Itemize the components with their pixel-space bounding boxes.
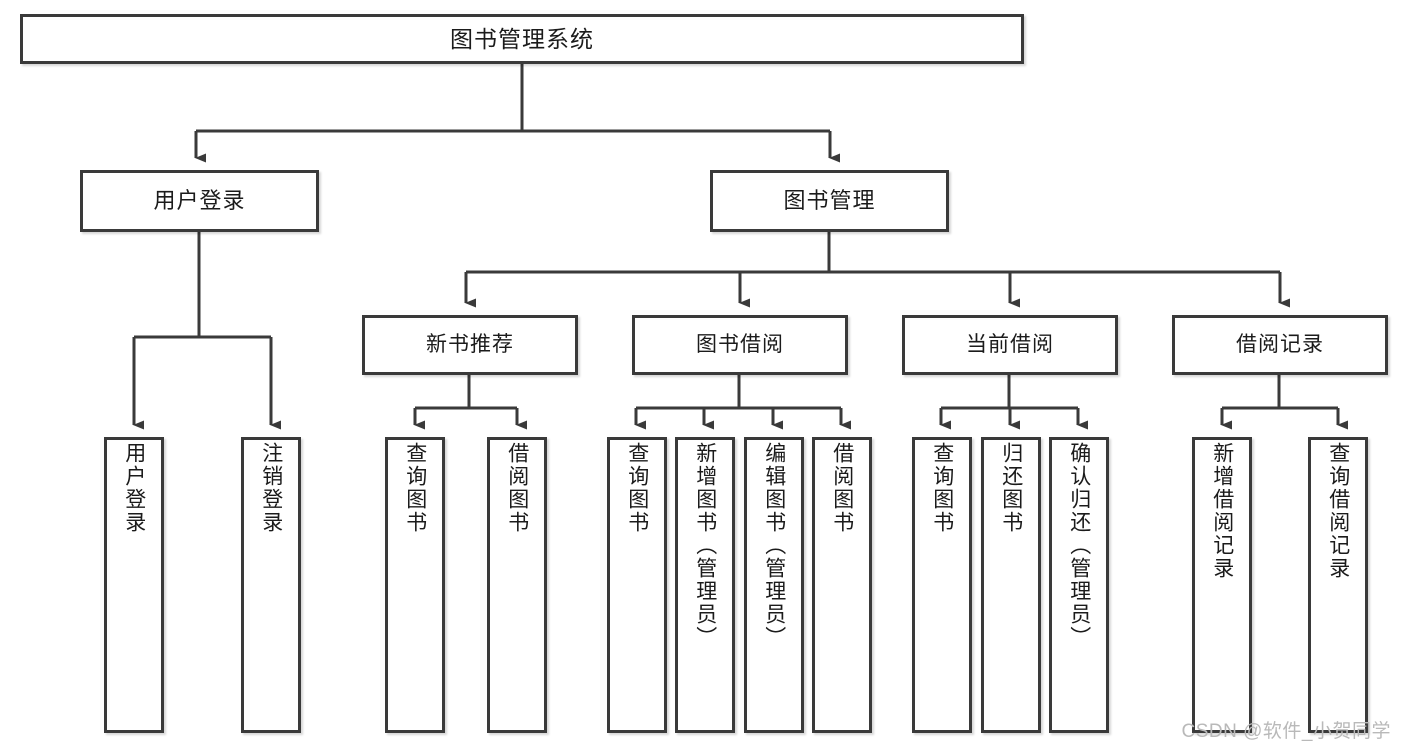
leaf-current-borrow-return[interactable]: 归还图书 — [981, 437, 1041, 733]
node-user-login-label: 用户登录 — [153, 188, 246, 214]
leaf-borrow-record-query[interactable]: 查询借阅记录 — [1308, 437, 1368, 733]
leaf-book-borrow-borrow[interactable]: 借阅图书 — [812, 437, 872, 733]
leaf-new-book-borrow[interactable]: 借阅图书 — [487, 437, 547, 733]
leaf-book-borrow-edit-label: 编辑图书（管理员） — [762, 442, 786, 649]
leaf-current-borrow-confirm-label: 确认归还（管理员） — [1067, 442, 1091, 649]
leaf-borrow-record-add-label: 新增借阅记录 — [1210, 442, 1234, 580]
leaf-user-login-signin-label: 用户登录 — [122, 442, 146, 534]
watermark: CSDN @软件_小贺同学 — [1181, 721, 1391, 742]
node-book-borrow[interactable]: 图书借阅 — [632, 315, 848, 375]
leaf-new-book-query-label: 查询图书 — [403, 442, 427, 534]
node-book-management-label: 图书管理 — [783, 188, 876, 214]
node-book-borrow-label: 图书借阅 — [696, 332, 784, 356]
leaf-current-borrow-query-label: 查询图书 — [930, 442, 954, 534]
leaf-user-login-signout[interactable]: 注销登录 — [241, 437, 301, 733]
node-current-borrow[interactable]: 当前借阅 — [902, 315, 1118, 375]
leaf-book-borrow-query-label: 查询图书 — [625, 442, 649, 534]
node-borrow-record[interactable]: 借阅记录 — [1172, 315, 1388, 375]
leaf-book-borrow-add[interactable]: 新增图书（管理员） — [675, 437, 735, 733]
node-current-borrow-label: 当前借阅 — [966, 332, 1054, 356]
node-new-book-recommend-label: 新书推荐 — [426, 332, 514, 356]
leaf-current-borrow-query[interactable]: 查询图书 — [912, 437, 972, 733]
node-root-label: 图书管理系统 — [450, 25, 594, 52]
leaf-new-book-query[interactable]: 查询图书 — [385, 437, 445, 733]
leaf-book-borrow-add-label: 新增图书（管理员） — [693, 442, 717, 649]
leaf-book-borrow-borrow-label: 借阅图书 — [830, 442, 854, 534]
leaf-borrow-record-add[interactable]: 新增借阅记录 — [1192, 437, 1252, 733]
leaf-current-borrow-confirm[interactable]: 确认归还（管理员） — [1049, 437, 1109, 733]
leaf-book-borrow-edit[interactable]: 编辑图书（管理员） — [744, 437, 804, 733]
node-root[interactable]: 图书管理系统 — [20, 14, 1024, 64]
leaf-user-login-signout-label: 注销登录 — [259, 442, 283, 534]
node-new-book-recommend[interactable]: 新书推荐 — [362, 315, 578, 375]
leaf-new-book-borrow-label: 借阅图书 — [505, 442, 529, 534]
node-book-management[interactable]: 图书管理 — [710, 170, 949, 232]
leaf-current-borrow-return-label: 归还图书 — [999, 442, 1023, 534]
leaf-borrow-record-query-label: 查询借阅记录 — [1326, 442, 1350, 580]
leaf-user-login-signin[interactable]: 用户登录 — [104, 437, 164, 733]
leaf-book-borrow-query[interactable]: 查询图书 — [607, 437, 667, 733]
node-borrow-record-label: 借阅记录 — [1236, 332, 1324, 356]
node-user-login[interactable]: 用户登录 — [80, 170, 319, 232]
